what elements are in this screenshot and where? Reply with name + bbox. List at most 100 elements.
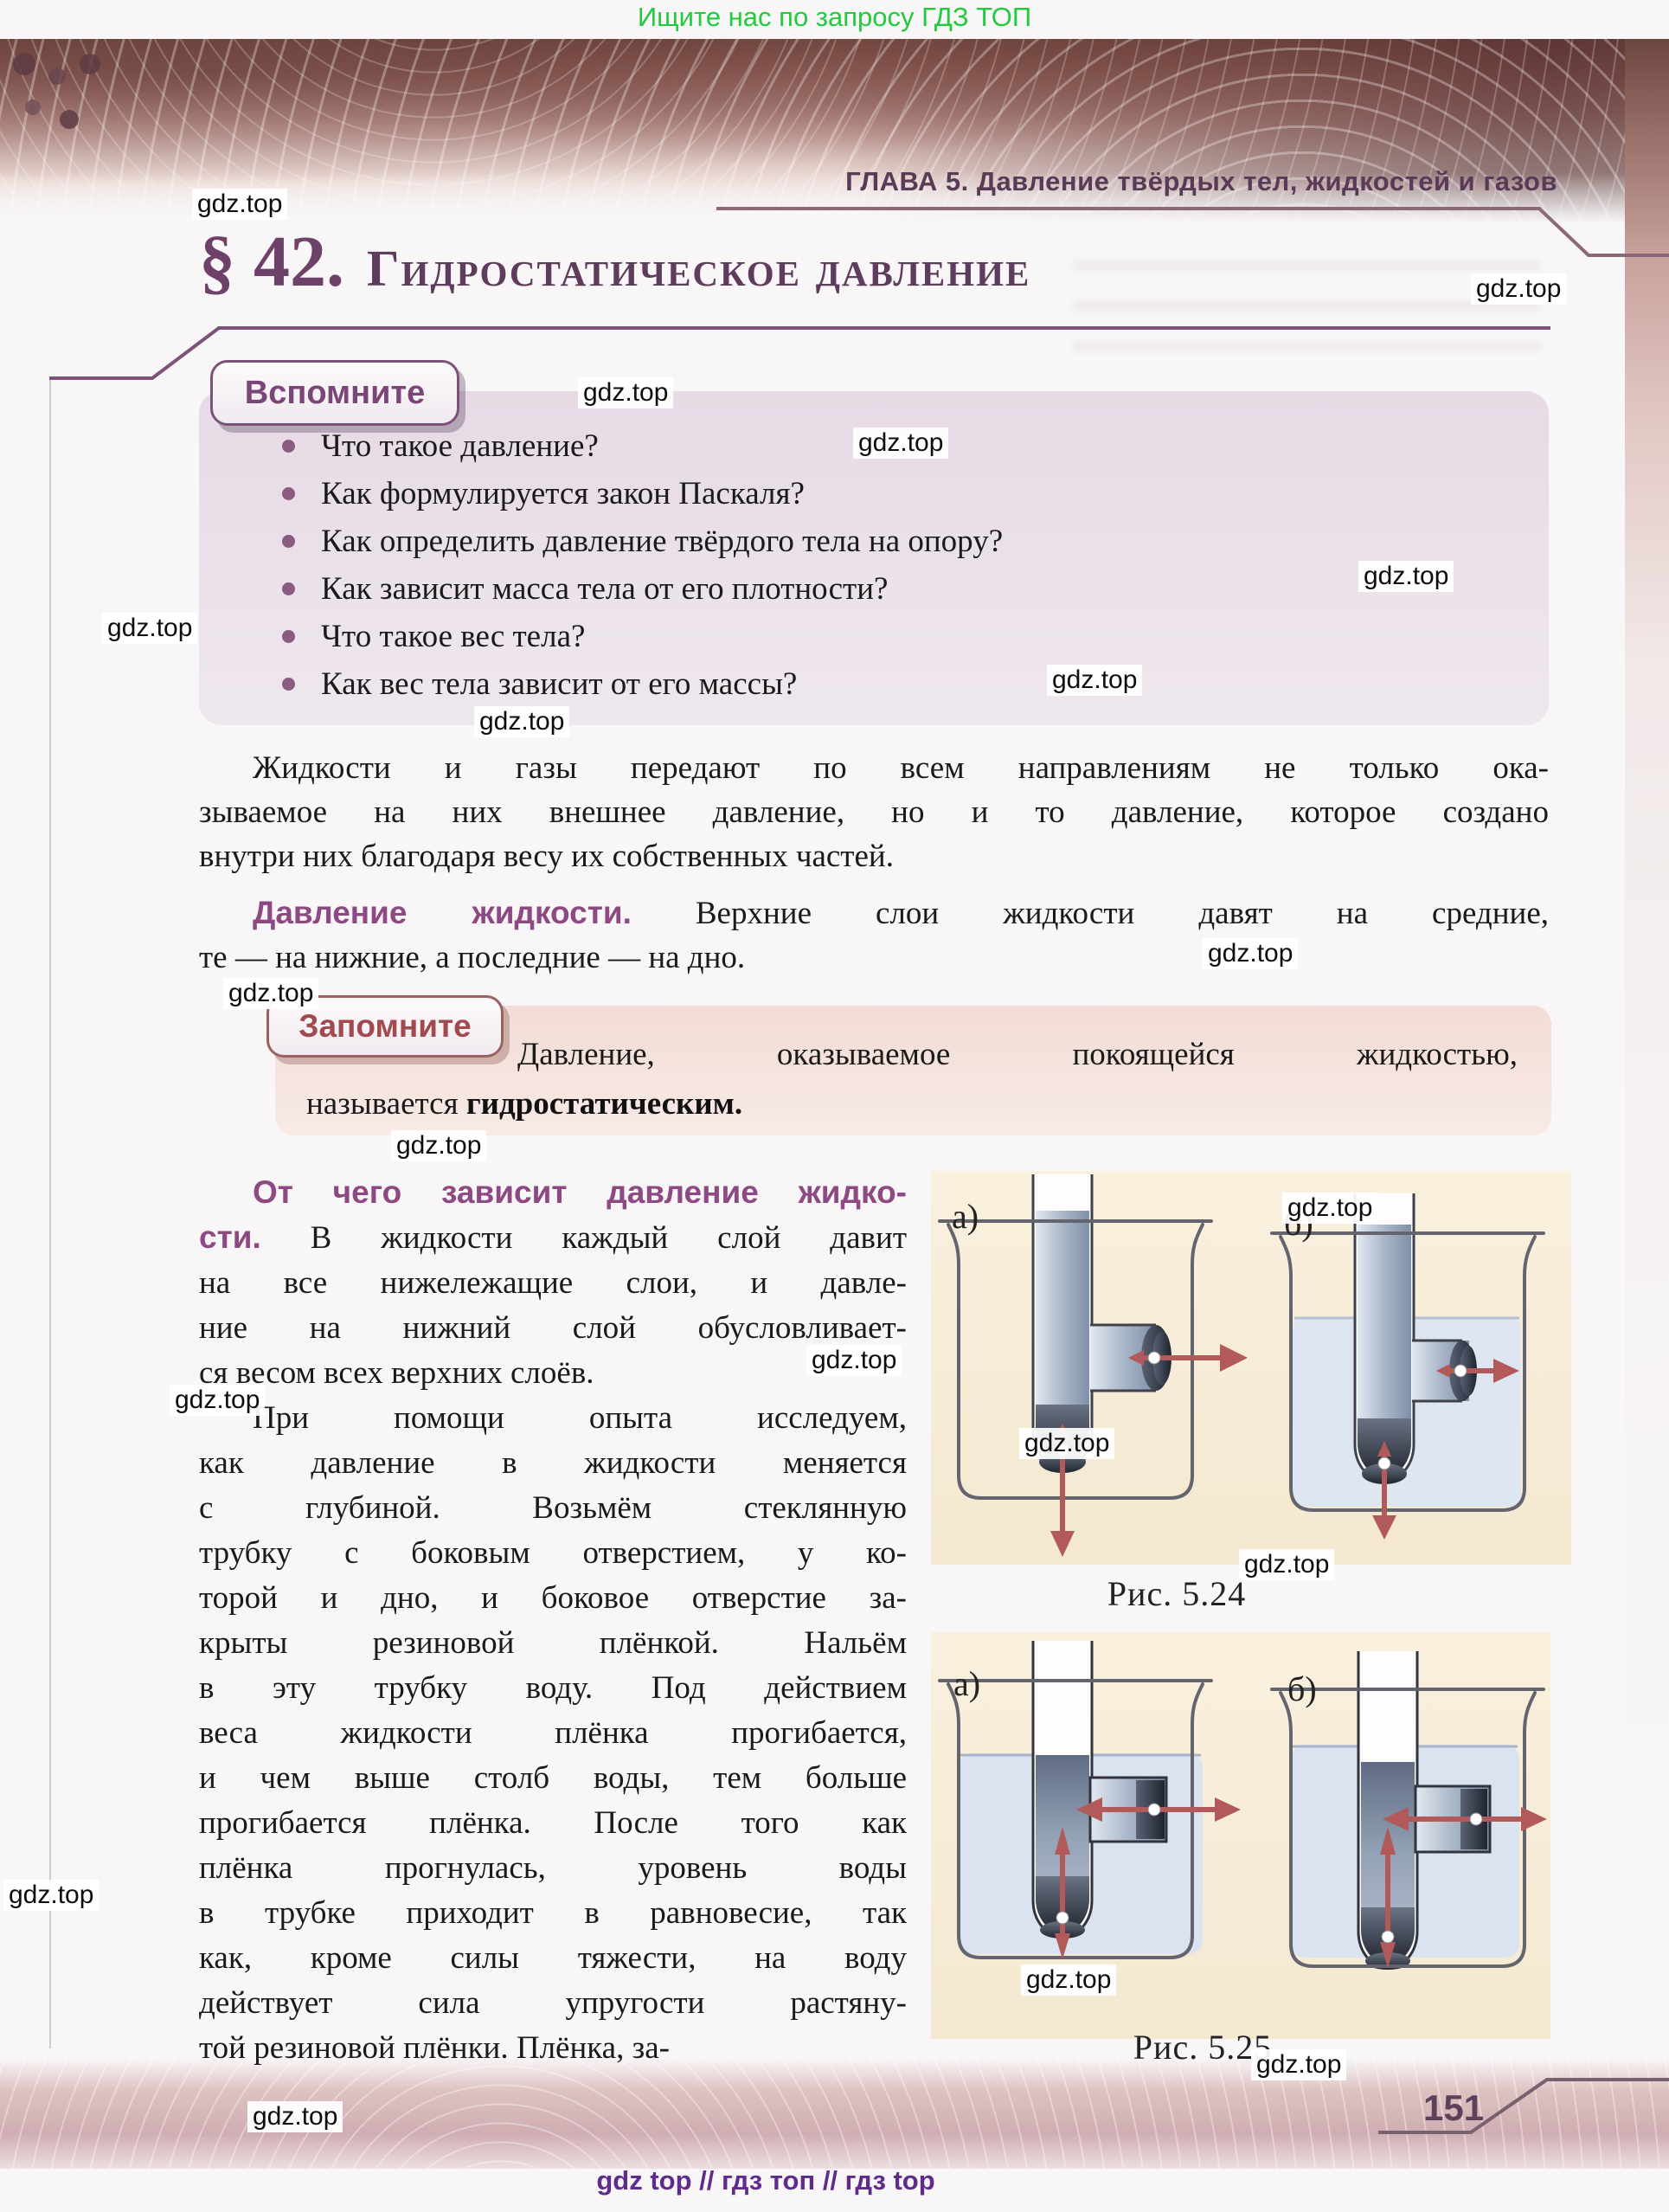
watermark: gdz.top <box>247 2101 343 2132</box>
recall-question-list: Что такое давление? Как формулируется за… <box>282 422 1003 708</box>
text-line: сти. В жидкости каждый слой давит <box>199 1215 907 1260</box>
watermark: gdz.top <box>1021 1964 1117 1996</box>
figure-5-24 <box>931 1171 1571 1565</box>
page-edge-shadow <box>1625 39 1669 2055</box>
text-line: ние на нижний слой обусловливает- <box>199 1305 907 1350</box>
line-text: в эту трубку воду. Под действием <box>199 1670 907 1706</box>
watermark: gdz.top <box>170 1385 266 1416</box>
watermark: gdz.top <box>1239 1549 1335 1580</box>
text-line: От чего зависит давление жидко- <box>199 1170 907 1215</box>
text-line: Жидкости и газы передают по всем направл… <box>199 746 1549 790</box>
section-title: § 42. Гидростатическое давление <box>199 220 1030 304</box>
bullet-icon <box>282 678 295 691</box>
watermark: gdz.top <box>1251 2049 1347 2080</box>
paragraph-liquid-pressure: Давление жидкости. Верхние слои жидкости… <box>199 891 1549 980</box>
figure-5-25-drawing <box>938 1641 1547 1970</box>
line-text: с глубиной. Возьмём стеклянную <box>199 1490 907 1526</box>
figure-5-24-drawing <box>938 1174 1545 1557</box>
recall-question: Что такое вес тела? <box>282 613 1003 660</box>
watermark: gdz.top <box>1282 1193 1378 1224</box>
watermark: gdz.top <box>1203 938 1299 969</box>
watermark: gdz.top <box>3 1880 99 1911</box>
remember-text: Давление, оказываемое покоящейся жидкост… <box>306 1030 1518 1129</box>
text-line: той резиновой плёнки. Плёнка, за- <box>199 2025 907 2070</box>
watermark: gdz.top <box>223 978 319 1009</box>
beaker-b <box>1270 1193 1545 1540</box>
recall-question: Что такое давление? <box>282 422 1003 470</box>
line-text: Давление, оказываемое покоящейся жидкост… <box>517 1037 1518 1072</box>
line-text: трубку с боковым отверстием, у ко- <box>199 1535 907 1571</box>
inline-heading: От чего зависит давление жидко- <box>253 1174 907 1210</box>
bullet-icon <box>282 440 295 453</box>
watermark: gdz.top <box>192 189 288 220</box>
watermark: gdz.top <box>1047 665 1143 696</box>
recall-question-text: Как зависит масса тела от его плотности? <box>321 571 889 607</box>
recall-question-text: Как формулируется закон Паскаля? <box>321 476 805 511</box>
line-text: В жидкости каждый слой давит <box>260 1220 907 1256</box>
site-banner: Ищите нас по запросу ГДЗ ТОП <box>637 2 1032 32</box>
beaker-b <box>1270 1651 1547 1970</box>
line-text: те — на нижние, а последние — на дно. <box>199 940 746 975</box>
watermark: gdz.top <box>474 706 570 737</box>
watermark: gdz.top <box>102 613 198 644</box>
recall-label: Вспомните <box>210 360 459 426</box>
line-text: При помощи опыта исследуем, <box>253 1400 907 1436</box>
text-line: с глубиной. Возьмём стеклянную <box>199 1485 907 1530</box>
fig25-caption: Рис. 5.25 <box>1133 2028 1273 2067</box>
text-line: Давление, оказываемое покоящейся жидкост… <box>517 1030 1518 1079</box>
recall-question-text: Как вес тела зависит от его массы? <box>321 666 798 702</box>
line-text: крыты резиновой плёнкой. Нальём <box>199 1625 907 1661</box>
text-line: веса жидкости плёнка прогибается, <box>199 1710 907 1755</box>
text-line: те — на нижние, а последние — на дно. <box>199 936 1549 980</box>
text-line: крыты резиновой плёнкой. Нальём <box>199 1620 907 1665</box>
section-number: § 42. <box>199 222 344 302</box>
text-line: внутри них благодаря весу их собственных… <box>199 834 1549 878</box>
text-line: торой и дно, и боковое отверстие за- <box>199 1575 907 1620</box>
line-text: Верхние слои жидкости давят на средние, <box>631 896 1549 931</box>
bullet-icon <box>282 582 295 595</box>
line-text: той резиновой плёнки. Плёнка, за- <box>199 2030 670 2066</box>
line-text: как давление в жидкости меняется <box>199 1445 907 1481</box>
line-text: зываемое на них внешнее давление, но и т… <box>199 794 1549 830</box>
inline-heading: сти. <box>199 1219 261 1255</box>
line-text: ние на нижний слой обусловливает- <box>199 1310 907 1346</box>
watermark: gdz.top <box>1019 1428 1115 1459</box>
page-fold-line <box>49 378 51 2048</box>
text-line: зываемое на них внешнее давление, но и т… <box>199 790 1549 834</box>
beaker-a <box>938 1174 1248 1557</box>
text-line: называется гидростатическим. <box>306 1079 1518 1129</box>
page-number: 151 <box>1423 2087 1485 2128</box>
text-line: действует сила упругости растяну- <box>199 1980 907 2025</box>
watermark: gdz.top <box>578 377 674 408</box>
paragraph-intro: Жидкости и газы передают по всем направл… <box>199 746 1549 878</box>
fig25-label-b: б) <box>1287 1669 1317 1708</box>
bullet-icon <box>282 630 295 643</box>
line-text: на все нижележащие слои, и давле- <box>199 1265 907 1301</box>
line-text: действует сила упругости растяну- <box>199 1985 907 2021</box>
line-text: плёнка прогнулась, уровень воды <box>199 1850 907 1886</box>
line-text: в трубке приходит в равновесие, так <box>199 1895 907 1931</box>
text-line: в эту трубку воду. Под действием <box>199 1665 907 1710</box>
watermark: gdz.top <box>391 1130 487 1161</box>
fig25-label-a: а) <box>953 1664 981 1703</box>
fig24-caption: Рис. 5.24 <box>1107 1574 1247 1613</box>
text-line: Давление жидкости. Верхние слои жидкости… <box>199 891 1549 936</box>
beaker-a <box>938 1641 1241 1959</box>
body-column: От чего зависит давление жидко- сти. В ж… <box>199 1170 907 2070</box>
pressure-arrow-side <box>1383 1807 1547 1831</box>
recall-question: Как определить давление твёрдого тела на… <box>282 518 1003 565</box>
pressure-arrow-bottom <box>1380 1827 1396 1968</box>
text-line: на все нижележащие слои, и давле- <box>199 1260 907 1305</box>
bold-term: гидростатическим. <box>465 1086 743 1122</box>
text-line: в трубке приходит в равновесие, так <box>199 1890 907 1935</box>
ghost-text <box>1073 260 1540 363</box>
text-line: прогибается плёнка. После того как <box>199 1800 907 1845</box>
bullet-icon <box>282 487 295 500</box>
line-text: как, кроме силы тяжести, на воду <box>199 1940 907 1976</box>
recall-question: Как зависит масса тела от его плотности? <box>282 565 1003 613</box>
text-line: При помощи опыта исследуем, <box>199 1395 907 1440</box>
text-line: как, кроме силы тяжести, на воду <box>199 1935 907 1980</box>
inline-heading: Давление жидкости. <box>253 895 632 930</box>
recall-question-text: Что такое давление? <box>321 428 599 464</box>
fig24-label-a: а) <box>952 1197 979 1236</box>
